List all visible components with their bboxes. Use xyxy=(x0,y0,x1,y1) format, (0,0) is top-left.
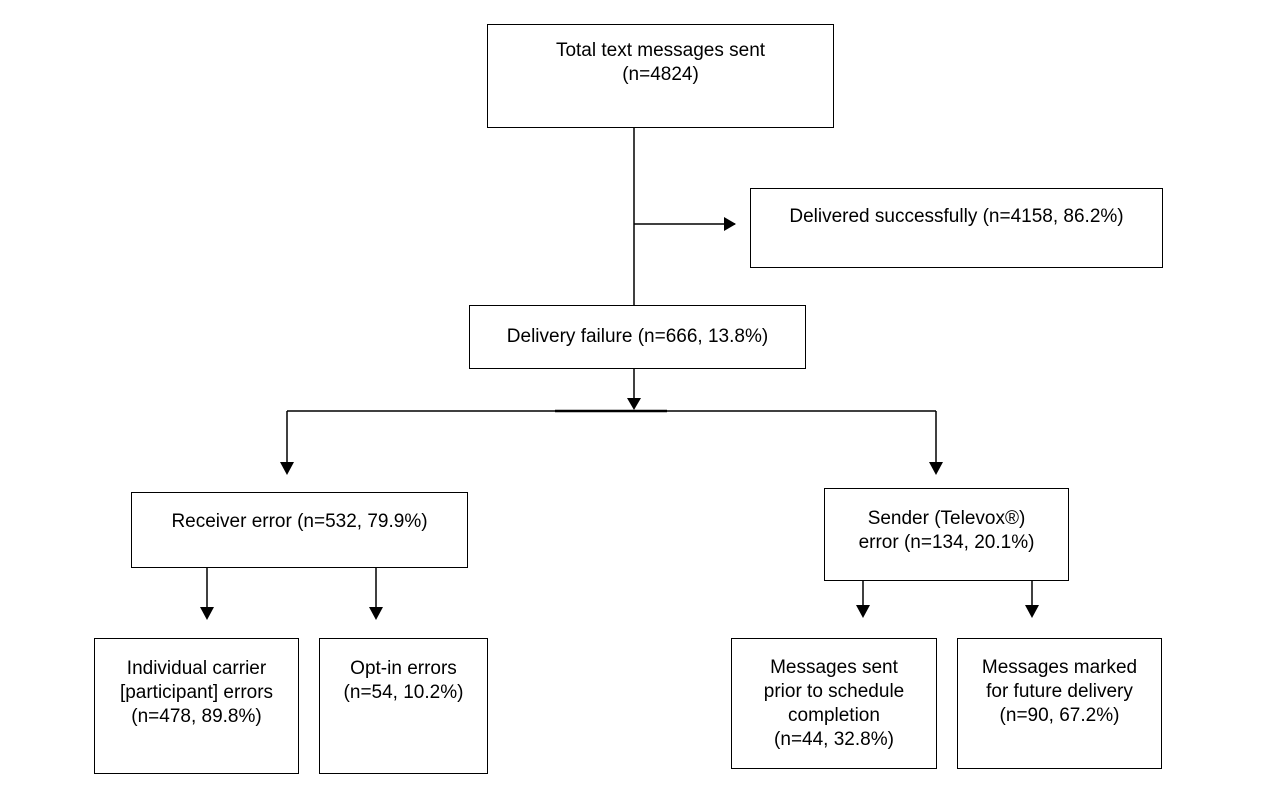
node-sender-error: Sender (Televox®) error (n=134, 20.1%) xyxy=(824,488,1069,581)
node-total-sent: Total text messages sent (n=4824) xyxy=(487,24,834,128)
arrowhead-sender xyxy=(929,462,943,475)
node-text-line: for future delivery xyxy=(986,681,1133,702)
node-text-line: (n=44, 32.8%) xyxy=(774,729,894,750)
node-delivered-successfully: Delivered successfully (n=4158, 86.2%) xyxy=(750,188,1163,268)
node-text-line: Receiver error (n=532, 79.9%) xyxy=(171,511,428,532)
node-text-line: error (n=134, 20.1%) xyxy=(858,532,1035,553)
node-text-line: Messages sent xyxy=(770,657,898,678)
node-text-line: [participant] errors xyxy=(119,682,274,703)
arrowhead-optin xyxy=(369,607,383,620)
node-text-line: Sender (Televox®) xyxy=(867,508,1026,529)
node-text-line: (n=54, 10.2%) xyxy=(343,682,464,703)
node-text-line: Delivered successfully (n=4158, 86.2%) xyxy=(789,206,1124,227)
node-delivery-failure: Delivery failure (n=666, 13.8%) xyxy=(469,305,806,369)
node-text-line: completion xyxy=(788,705,880,726)
arrowhead-failure-split xyxy=(627,398,641,410)
node-text-line: Delivery failure (n=666, 13.8%) xyxy=(506,326,769,347)
node-text-line: Total text messages sent xyxy=(555,40,766,61)
node-optin-errors: Opt-in errors (n=54, 10.2%) xyxy=(319,638,488,774)
node-future-delivery: Messages marked for future delivery (n=90,… xyxy=(957,638,1162,769)
arrowhead-future xyxy=(1025,605,1039,618)
node-text-line: Opt-in errors xyxy=(350,658,457,679)
node-text-line: Individual carrier xyxy=(126,658,267,679)
node-sent-prior: Messages sent prior to schedule completion… xyxy=(731,638,937,769)
node-text-line: prior to schedule xyxy=(763,681,905,702)
node-text-line: (n=90, 67.2%) xyxy=(999,705,1120,726)
node-text-line: (n=4824) xyxy=(622,64,699,85)
arrowhead-receiver xyxy=(280,462,294,475)
arrowhead-carrier xyxy=(200,607,214,620)
node-text-line: (n=478, 89.8%) xyxy=(131,706,262,727)
arrowhead-prior xyxy=(856,605,870,618)
arrowhead-delivered xyxy=(724,217,736,231)
node-carrier-errors: Individual carrier [participant] errors (n… xyxy=(94,638,299,774)
node-text-line: Messages marked xyxy=(981,657,1138,678)
node-receiver-error: Receiver error (n=532, 79.9%) xyxy=(131,492,468,568)
